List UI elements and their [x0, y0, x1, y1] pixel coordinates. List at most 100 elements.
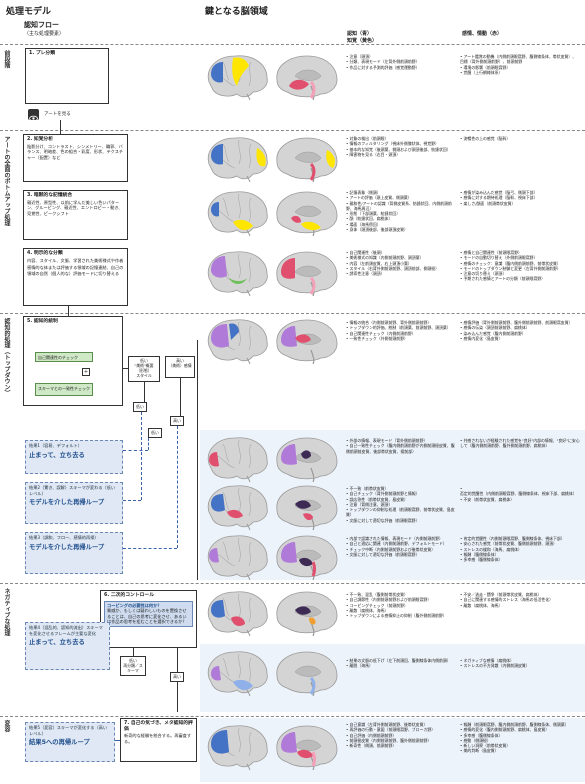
step4-body2: 感情的な体または評価する領域の記憶連結、自己の領域の自然（個人的な）評価モードに… [27, 265, 124, 276]
step2-emo-item: 流暢性の上の感覚（脳幹） [460, 136, 580, 141]
brain-outcome1-medial [276, 437, 338, 482]
outcome3-cog-list: 内部で認識された情報、表現モード（内側前頭前野） 自己と適応に関連（内側前頭前野… [346, 536, 458, 557]
step2-box: 2. 知覚分析 陰影分け、コントラスト、シンメトリー、輪郭、バランス、明暗差、色… [23, 134, 128, 182]
prestage-cog-item: 注意（頭頂） [346, 54, 458, 59]
connector [133, 648, 134, 656]
step4-cog-item: 美術様式の知識（内側前頭前野、頭頂葉） [346, 255, 458, 260]
outcome3-card: 結果3（調和、フロー、感情的再帰） モデルを介した再帰ループ [25, 532, 123, 574]
step4-emo-list: 感情と自己関連性（前頭眼窩野） モードの自動切り替え（外側前頭眼窩野） 感情のチ… [460, 250, 580, 282]
outcome3-emo-item: 肯定的覚醒性（内側前頭眼窩野、腹側線条体、視床下部） [460, 536, 580, 541]
step3-body: 親近性、原型性、以前に学んだ美しい色いパターン、グルーピング、親近性、エントロピ… [27, 199, 123, 216]
change-emo-item: 感動（側頭極） [460, 738, 580, 743]
step4-emo-item: 感情と自己関連性（前頭眼窩野） [460, 250, 580, 255]
decision-high-negative: 高い [170, 672, 184, 682]
region-title: 鍵となる脳領域 [205, 7, 268, 17]
connector [123, 368, 128, 369]
step4-cog-item: 誘導性注意（頭頂） [346, 271, 458, 276]
connector [177, 682, 178, 712]
outcome2-cog-item: 不一致（前帯状皮質） [346, 486, 458, 491]
negative1-cog-list: 不一致、混乱（腹側前帯状皮質） 自己調節性（内側前頭前野および前頭眼窩野） コー… [346, 592, 458, 618]
outcome1-emo-list: 共感されないが経験された感覚を"良好"内部の情報、"良好"に安心して（腹内側前頭… [460, 438, 580, 449]
brain-step2-medial [276, 137, 338, 182]
negative2-emo-item: ストレスの不方発散（内側前頭皮質） [460, 663, 580, 668]
step3-cog-item: 場面（海馬傍回） [346, 222, 458, 227]
outcome4-label: 結果4（混乱的、認知的流出）スキーマを変化させるフレームが主要な変化 [29, 625, 103, 636]
secondary-control-box: 6. 二次的コントロール コーピングの必要性は何か？ 脅威か、もしくは疑わしいも… [100, 590, 197, 648]
negative1-cog-item: コーピングチェック（前頭前野） [346, 603, 458, 608]
outcome2-emo-list: 否定的覚醒性（内側前頭眼窩野、腹側線条体、視床下部、扁桃体） 不安（前帯状皮質、… [460, 486, 580, 502]
flow-subtitle: （主な処理要素） [24, 31, 65, 37]
step4-emo-item: モードの自動切り替え（外側前頭眼窩野） [460, 255, 580, 260]
outcome2-card: 結果2（驚き、誤解）スキーマが変わる（低いレベル） モデルを介した再帰ループ [25, 482, 123, 524]
negative2-emo-list: ネガティブな感情（扁桃体） ストレスの不方発散（内側前頭皮質） [460, 658, 580, 669]
step4-cog-item: 自己関連性（後頭） [346, 250, 458, 255]
band-line-negative [0, 583, 585, 584]
prestage-cog-list: 注意（頭頂） 分類、表現モード（左背外側前頭前野） 作品に対する予測的評価（感覚… [346, 54, 458, 70]
coping-question-body: 脅威か、もしくは疑わしいものを置換させることは、自己の思考に変化させ、あるいは作… [107, 608, 187, 625]
band-label-topdown: 認知的処理（トップダウン） [3, 318, 10, 396]
col-cognition: 認知（青） [347, 31, 373, 37]
step4-emo-item: 注意の切り替え（頭頂） [460, 271, 580, 276]
negative1-emo-item: 自己に関連する感情的ストレス（海馬の低活性化） [460, 597, 580, 602]
outcome1-cog-list: 外部の情報、表現モード（背外側前頭前野） 自己一致性チェック（腹内側前頭前野が内… [346, 438, 458, 454]
decision-low-style: 低い "美術"概要（形態） スタイル [128, 356, 160, 382]
decision-detail: "美術"概要（形態） [134, 363, 154, 373]
connector [123, 548, 177, 549]
outcome2-cog-item: 誤応答性（前帯状皮質、島皮質） [346, 497, 458, 502]
outcome2-emo-item: 不安（前帯状皮質、扁桃体） [460, 497, 580, 502]
negative2-cog-item: 結果の文脈の低下げ（左下前頭回、腹側線条体内側前頭） [346, 658, 458, 663]
step3-title: 3. 暗黙的な記憶統合 [27, 193, 73, 198]
outcome2-result: モデルを介した再帰ループ [29, 499, 105, 507]
decision-high-emotion: 高い （美術）感情 [165, 356, 195, 378]
decision-label: 高い [176, 358, 184, 363]
decision-label: 低い [140, 358, 148, 363]
band-label-change: 変容 [3, 720, 10, 732]
prestage-emo-item: 覚醒（上行網様体系） [460, 70, 580, 75]
change-emo-list: 報酬（前頭眼窩野、腹内側前頭前野、腹側線条体、側頭葉） 感情的変化（腹内側前頭前… [460, 722, 580, 754]
step2-body: 陰影分け、コントラスト、シンメトリー、輪郭、バランス、明暗差、色の組合・彩度、形… [27, 143, 124, 160]
change-emo-item: 感情的変化（腹内側前頭前野、扁桃体、島皮質） [460, 727, 580, 732]
decision-high-3: 高い [170, 416, 184, 426]
step3-cog-item: アートの評価（頭上皮質、側頭葉） [346, 195, 458, 200]
topdown-cog-list: 情報の統合（内側前頭前野、背外側前頭前野） トップダウン的評価、統制（前頭葉、前… [346, 320, 458, 341]
decision-low-3: 低い [148, 428, 162, 438]
connector [68, 306, 69, 316]
step4-cog-item: 内容（左前頭皮質、右上頭頂小葉） [346, 261, 458, 266]
decision-low-reclassify: 低い 再分類／スキーマ [120, 656, 146, 676]
step2-cog-item: 障害物を見る（右目・頭頂） [346, 152, 458, 157]
step3-cog-item: 顔（紡錘状回、扁桃体） [346, 216, 458, 221]
outcome1-card: 結果1（容易、デフォルト） 止まって、立ち去る [25, 440, 123, 474]
outcome3-emo-item: ストレスの緩和（海馬、扁桃体） [460, 547, 580, 552]
change-emo-item: 新しい洞察（前帯状皮質） [460, 743, 580, 748]
col-emotion: 感情、情動（赤） [462, 31, 503, 37]
connector [115, 740, 120, 741]
brain-prestage-lateral [207, 55, 268, 100]
step3-cog-item: 親和性/アートの認識（背側皮質系、紡錘状回、内側前頭前野、海馬周辺） [346, 201, 458, 212]
outcome3-emo-item: 安心された感覚（前帯状皮質、腹側前頭前野、頭頂） [460, 541, 580, 546]
step3-cog-item: 身体（頭頂後部、後部頭頂皮質） [346, 227, 458, 232]
step3-cog-item: 記憶表象（側頭） [346, 190, 458, 195]
topdown-emo-item: 感情の伝染（頭頂前頭前野、扁桃体） [460, 325, 580, 330]
outcome4-card: 結果4（混乱的、認知的流出）スキーマを変化させるフレームが主要な変化 止まって、… [25, 622, 110, 670]
outcome1-label: 結果1（容易、デフォルト） [29, 443, 82, 448]
step2-cog-list: 対象の検出（前頭眼） 情報のフィルタリング（視床外側膝状体、視覚野） 基本的な知… [346, 136, 458, 157]
outcome2-cog-item: 自己チェック（背外側前頭前野と情報） [346, 491, 458, 496]
topdown-emo-item: 感情内変化（島皮質） [460, 336, 580, 341]
outcome1-cog-item: 外部の情報、表現モード（背外側前頭前野） [346, 438, 458, 443]
step4-emo-item: 予期された感情とアートの分類（前頭眼窩野） [460, 276, 580, 281]
connector [148, 438, 149, 450]
brain-outcome2-medial [276, 485, 338, 530]
prestage-box: 1. プレ分類 [25, 48, 109, 104]
topdown-emo-item: 染み込んだ感覚（腹内側前頭前野） [460, 331, 580, 336]
outcome5-result: 結果5への再帰ループ [29, 739, 90, 747]
brain-change-medial [276, 725, 338, 770]
connector [141, 412, 142, 500]
model-title: 処理モデル [6, 7, 52, 17]
outcome2-cog-item: 文脈に対して適切な評価（前頭眼窩野） [346, 518, 458, 523]
change-cog-item: 再評価の行動・意図（前頭眼窩野、ブローカ野） [346, 727, 458, 732]
outcome2-cog-item: トップダウンの抑制な処理（前頭眼窩野、前帯状皮質、島皮質） [346, 507, 458, 518]
negative1-cog-item: 不一致、混乱（腹側前帯状皮質） [346, 592, 458, 597]
step4-body: 内容、スタイル、文脈、学習された美術様式や作者 [27, 257, 124, 263]
outcome5-card: 結果5（変容）スキーマが変化する（高いレベル） 結果5への再帰ループ [25, 722, 115, 762]
col-perception: 知覚（黄色） [347, 38, 378, 44]
